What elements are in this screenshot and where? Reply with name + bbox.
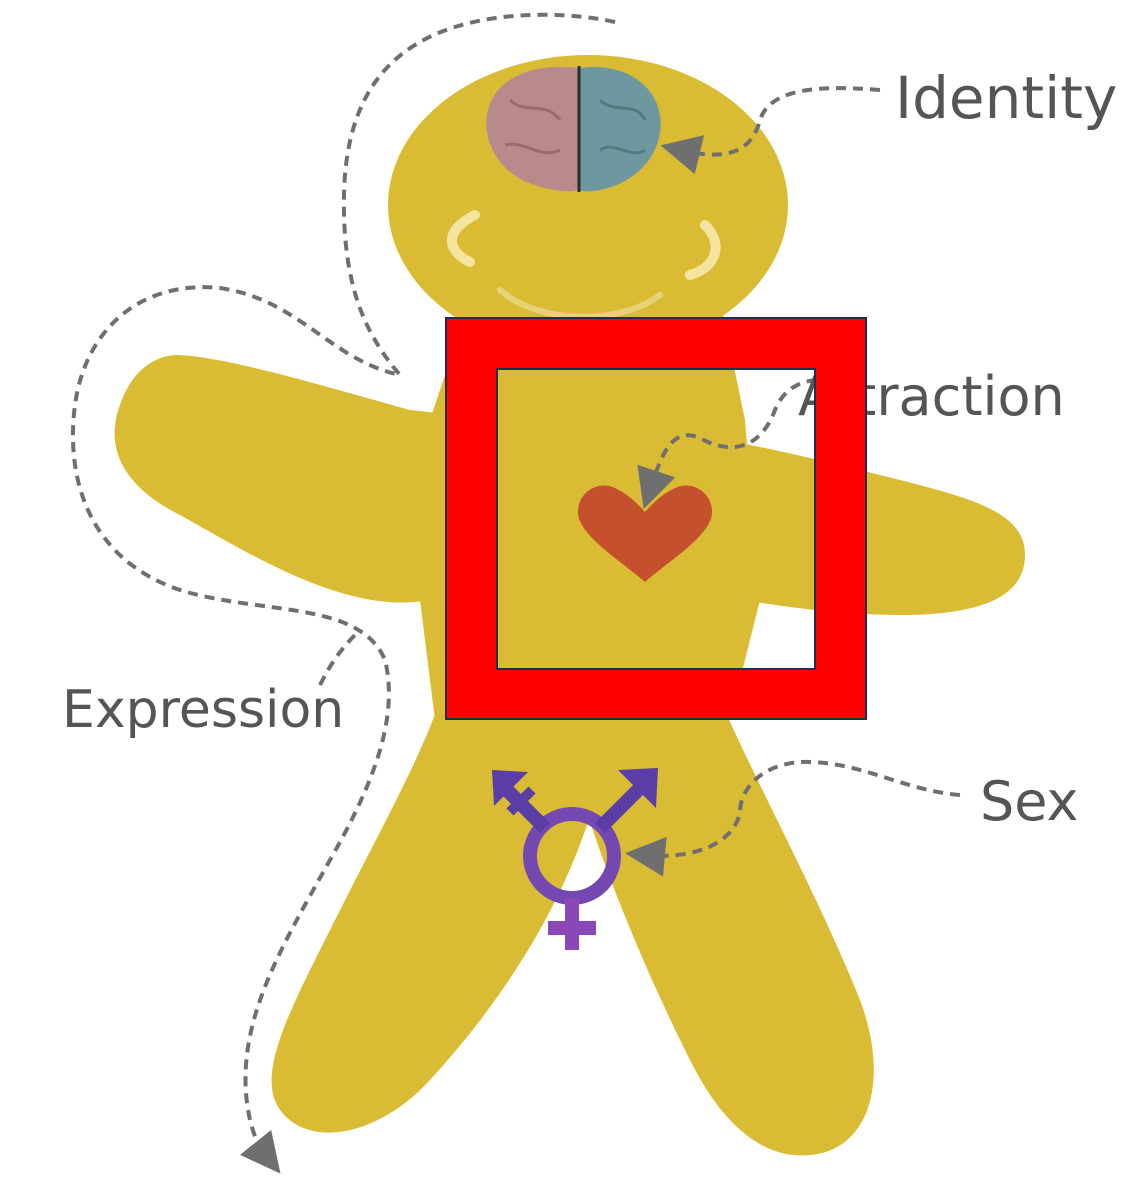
- brain-icon: [486, 66, 660, 192]
- right-leg: [560, 700, 874, 1155]
- left-leg: [272, 700, 610, 1133]
- expression-label: Expression: [62, 680, 344, 740]
- gingerbread-figure: [115, 55, 1025, 1155]
- identity-label: Identity: [895, 64, 1117, 132]
- sex-label: Sex: [980, 770, 1079, 833]
- expression-connector: [320, 635, 355, 685]
